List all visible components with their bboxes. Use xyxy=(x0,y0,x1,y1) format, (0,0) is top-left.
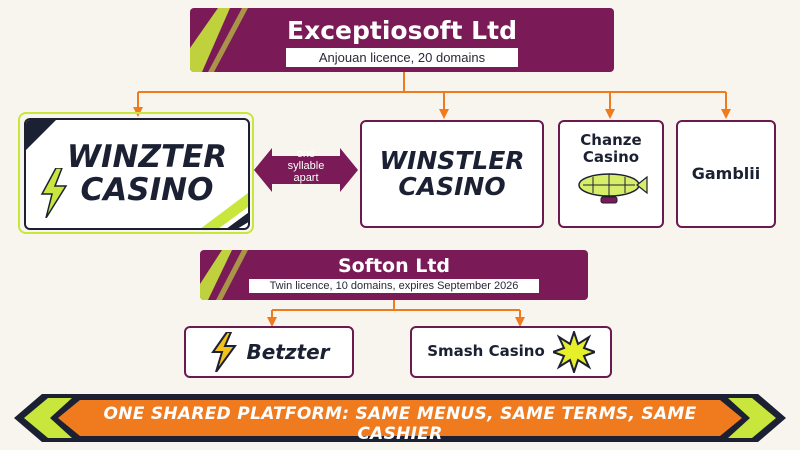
decorative-stripes xyxy=(26,120,248,228)
brand-name: Smash Casino xyxy=(427,342,545,361)
brand-name-line2: Casino xyxy=(398,172,506,201)
footer-text: ONE SHARED PLATFORM: SAME MENUS, SAME TE… xyxy=(103,404,697,444)
brand-card-gamblii: Gamblii xyxy=(676,120,776,228)
operator-name: Softon Ltd xyxy=(337,255,451,277)
brand-name: Gamblii xyxy=(691,163,761,183)
brand-name: Betzter xyxy=(246,339,330,364)
brand-name-line1: Chanze xyxy=(580,131,642,149)
brand-card-chanze: Chanze Casino xyxy=(558,120,664,228)
operator-licence: Twin licence, 10 domains, expires Septem… xyxy=(249,279,539,293)
similarity-note: one syllable apart xyxy=(274,148,338,184)
footer-ribbon xyxy=(14,394,786,442)
operator-banner-top: Exceptiosoft Ltd Anjouan licence, 20 dom… xyxy=(190,8,614,72)
brand-name-line2: Casino xyxy=(582,148,640,167)
brand-card-winstler: Winstler Casino xyxy=(360,120,544,228)
decorative-stripes xyxy=(200,250,248,300)
airship-icon xyxy=(578,172,648,203)
lightning-bolt-icon xyxy=(210,332,237,372)
note-line2: syllable xyxy=(287,160,325,172)
brand-name-line2: Casino xyxy=(80,172,214,208)
explosion-icon xyxy=(552,331,595,373)
brand-card-smash: Smash Casino xyxy=(410,326,612,378)
brand-name-line1: Winzter xyxy=(66,139,228,176)
lightning-bolt-icon xyxy=(40,168,68,218)
operator-licence: Anjouan licence, 20 domains xyxy=(286,48,518,67)
operator-banner-bottom: Softon Ltd Twin licence, 10 domains, exp… xyxy=(200,250,588,300)
brand-card-betzter: Betzter xyxy=(184,326,354,378)
double-arrow-icon xyxy=(254,148,358,192)
brand-name-line1: Winstler xyxy=(379,145,525,175)
note-line3: apart xyxy=(293,172,319,184)
brand-card-winzter: Winzter Casino xyxy=(24,118,250,230)
operator-name: Exceptiosoft Ltd xyxy=(287,16,517,45)
note-line1: one xyxy=(296,148,316,160)
decorative-stripes xyxy=(190,8,248,72)
